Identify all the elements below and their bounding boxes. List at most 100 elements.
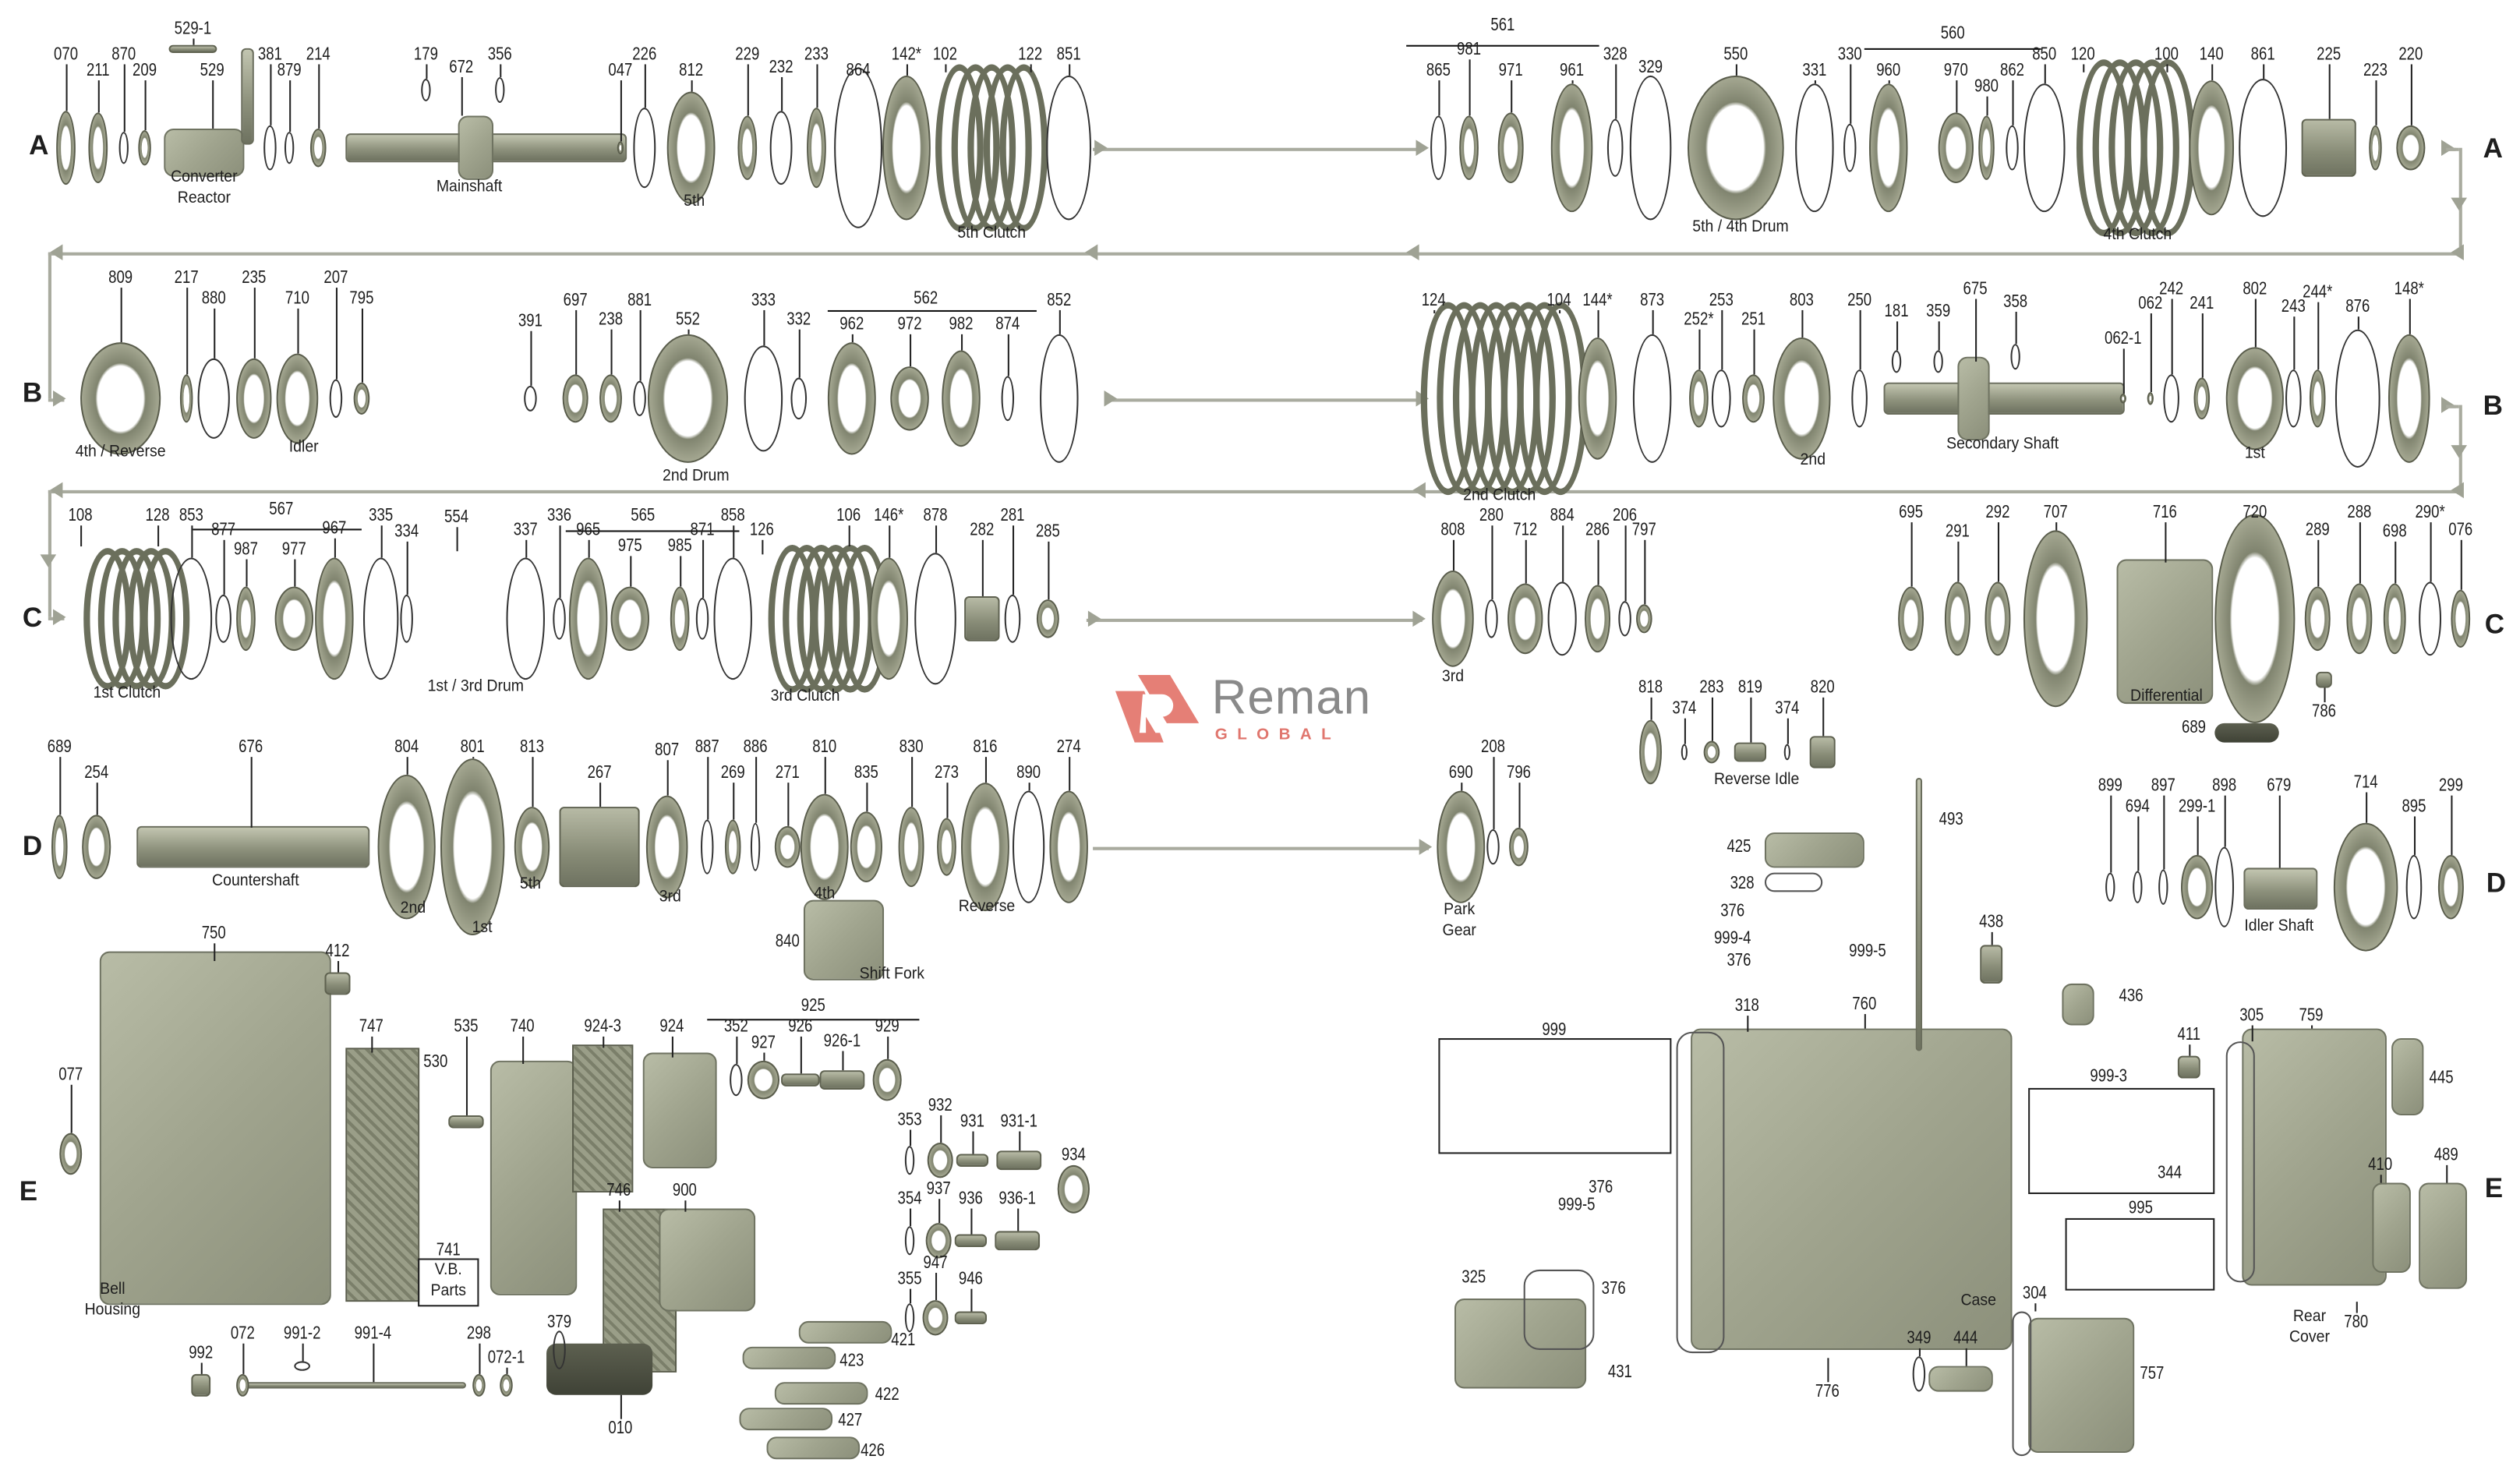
part-number-label: 354: [897, 1189, 922, 1209]
part-number-label: 334: [394, 522, 419, 542]
leader-line: [2254, 299, 2257, 348]
leader-line: [887, 1036, 889, 1059]
leader-line: [479, 1343, 481, 1374]
leader-line: [644, 64, 646, 108]
part-gear-ring-icon: [315, 557, 354, 680]
part-number-label: 689: [47, 737, 72, 758]
transmission-case: [1691, 1028, 2013, 1350]
bracket-925: [707, 1019, 920, 1021]
part-gear-ring-icon: [942, 350, 981, 447]
part-gear-ring-icon: [2383, 583, 2406, 655]
part-ring-icon: [215, 594, 232, 643]
part-number-label: 931: [960, 1111, 984, 1132]
part-ring-icon: [421, 79, 431, 101]
part-number-label: 757: [2140, 1364, 2165, 1384]
row-letter: A: [29, 130, 49, 161]
leader-line: [910, 334, 912, 367]
part-gear-ring-icon: [724, 819, 741, 875]
part-number-label: 353: [897, 1110, 922, 1130]
part-ring-icon: [914, 553, 956, 685]
case-gasket-318: [1676, 1031, 1725, 1354]
part-ring-icon: [1046, 75, 1092, 221]
part-gear-ring-icon: [882, 75, 931, 221]
leader-line: [2137, 816, 2140, 871]
part-gear-ring-icon: [666, 91, 716, 204]
flow-arrow-icon: [2451, 445, 2468, 458]
shift-fork-840: [803, 899, 885, 981]
part-number-label: 318: [1734, 996, 1759, 1016]
part-number-label: 995: [2128, 1199, 2153, 1218]
part-number-label: 720: [2243, 503, 2267, 523]
parking-lever-689: [2214, 723, 2279, 743]
part-number-label: 142*: [891, 44, 922, 65]
leader-line: [2324, 687, 2326, 703]
part-number-label: 376: [1720, 901, 1745, 921]
servo-body-924: [642, 1052, 717, 1169]
part-gear-ring-icon: [377, 774, 436, 920]
part-ring-icon: [904, 1146, 915, 1175]
solenoid-489: [2419, 1182, 2468, 1289]
part-number-label: 108: [68, 506, 93, 526]
part-ring-icon: [400, 594, 413, 643]
gasket-325: [1523, 1269, 1595, 1350]
part-number-label: 298: [466, 1324, 491, 1344]
part-number-label: 359: [1926, 302, 1951, 322]
part-group-caption: 5th / 4th Drum: [1692, 217, 1789, 237]
leader-line: [970, 1288, 973, 1312]
reman-global-logo: Reman GLOBAL: [1115, 672, 1405, 749]
leader-line: [1559, 309, 1561, 314]
part-group-caption: Case: [1960, 1290, 1996, 1310]
leader-line: [97, 80, 100, 113]
part-gear-ring-icon: [1639, 719, 1663, 785]
part-number-label: 122: [1018, 44, 1043, 65]
part-number-label: 535: [454, 1017, 479, 1037]
leader-line: [2410, 64, 2412, 125]
part-component-icon: [781, 1073, 820, 1087]
part-number-label: 897: [2151, 776, 2175, 796]
part-ring-icon: [1012, 790, 1045, 903]
part-number-label: 273: [934, 763, 959, 783]
part-gear-ring-icon: [647, 334, 729, 463]
part-gear-ring-icon: [2119, 394, 2126, 404]
part-number-label: 880: [201, 289, 226, 309]
part-ring-icon: [284, 132, 295, 164]
part-ring-icon: [633, 380, 646, 417]
part-gear-ring-icon: [800, 793, 849, 900]
differential-case-716: [2116, 559, 2214, 705]
part-number-label: 493: [1939, 810, 1963, 829]
part-number-label: 106: [836, 506, 861, 526]
part-number-label: 550: [1723, 44, 1748, 65]
part-ring-icon: [362, 557, 399, 680]
leader-line: [335, 288, 338, 380]
leader-line: [2357, 316, 2359, 330]
converter-reactor-arm: [241, 48, 254, 145]
part-number-label: 286: [1585, 521, 1610, 540]
leader-line: [80, 525, 83, 547]
part-number-label: 858: [720, 506, 745, 526]
leader-line: [610, 329, 613, 375]
part-ring-icon: [294, 1361, 310, 1371]
flow-line: [1086, 618, 1423, 621]
part-component-icon: [1734, 742, 1767, 762]
part-component-icon: [996, 1150, 1042, 1171]
leader-line: [945, 64, 947, 72]
leader-line: [666, 760, 669, 796]
part-number-label: 349: [1907, 1329, 1932, 1348]
leader-line: [2171, 299, 2173, 375]
part-number-label: 285: [1035, 522, 1060, 542]
leader-line: [525, 539, 528, 558]
part-number-label: 425: [1727, 837, 1751, 857]
part-gear-ring-icon: [440, 758, 505, 936]
leader-line: [2430, 522, 2432, 582]
part-number-label: 335: [369, 506, 394, 526]
part-ring-icon: [2405, 854, 2423, 920]
leader-line: [559, 525, 561, 599]
part-number-label: 932: [928, 1096, 953, 1115]
leader-line: [970, 1208, 973, 1235]
leader-line: [242, 1343, 245, 1374]
leader-line: [1827, 1358, 1829, 1383]
flow-arrow-icon: [1406, 244, 1419, 261]
part-component-icon: [191, 1373, 211, 1397]
part-ring-icon: [1851, 369, 1868, 428]
